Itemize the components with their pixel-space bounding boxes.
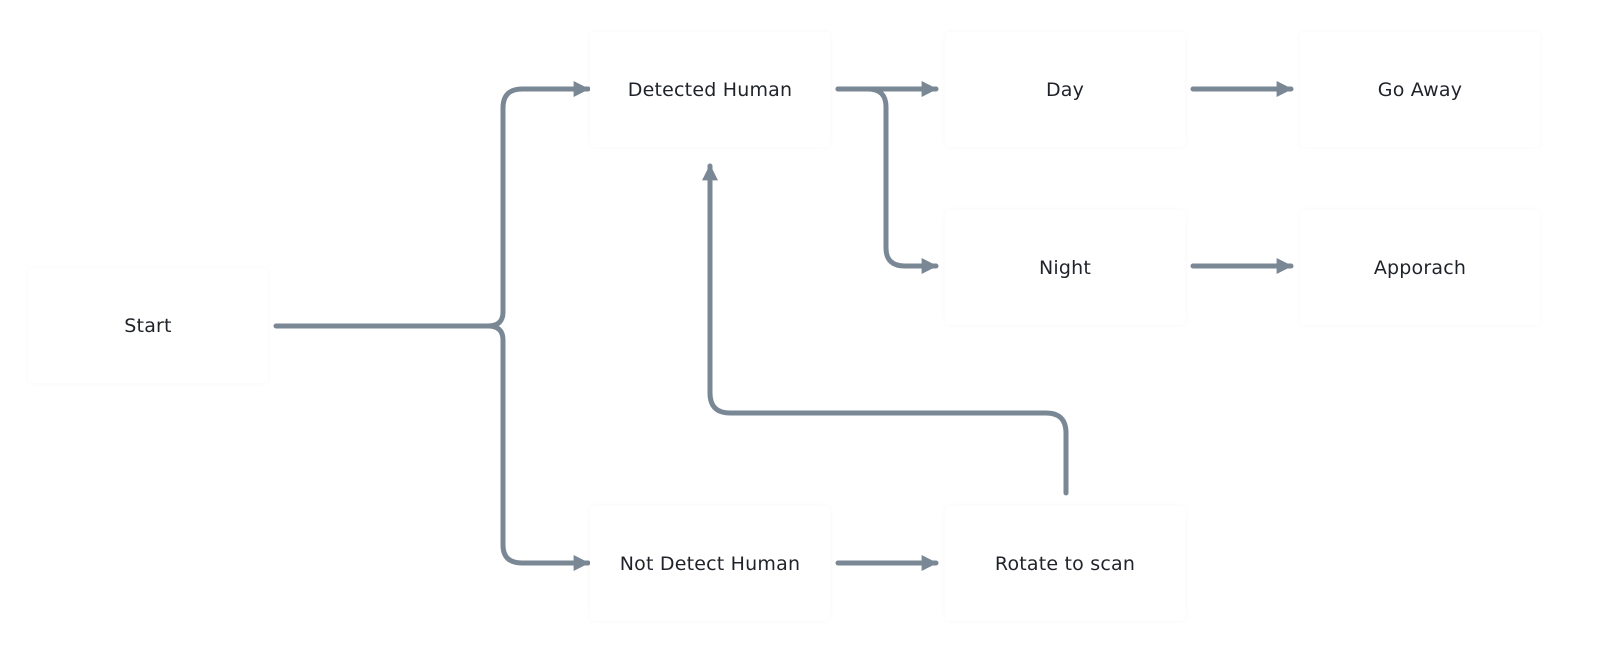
node-approach-label: Apporach bbox=[1373, 256, 1467, 279]
connector-detected-to-night bbox=[835, 86, 939, 275]
node-start[interactable]: Start bbox=[28, 268, 268, 383]
node-not-detect-human-label: Not Detect Human bbox=[619, 552, 801, 575]
node-go-away-label: Go Away bbox=[1377, 78, 1463, 101]
node-not-detect-human[interactable]: Not Detect Human bbox=[590, 506, 830, 621]
node-approach[interactable]: Apporach bbox=[1300, 210, 1540, 325]
node-night-label: Night bbox=[1038, 256, 1092, 279]
connector-rotate-to-detected bbox=[701, 163, 1069, 496]
node-night[interactable]: Night bbox=[945, 210, 1185, 325]
node-rotate-to-scan[interactable]: Rotate to scan bbox=[945, 506, 1185, 621]
node-start-label: Start bbox=[124, 314, 172, 337]
node-go-away[interactable]: Go Away bbox=[1300, 32, 1540, 147]
node-detected-human-label: Detected Human bbox=[627, 78, 793, 101]
node-day[interactable]: Day bbox=[945, 32, 1185, 147]
connector-start-to-detected-human bbox=[485, 80, 591, 329]
node-rotate-to-scan-label: Rotate to scan bbox=[994, 552, 1136, 575]
node-detected-human[interactable]: Detected Human bbox=[590, 32, 830, 147]
node-day-label: Day bbox=[1045, 78, 1085, 101]
connector-start-to-not-detect-human bbox=[485, 323, 591, 572]
